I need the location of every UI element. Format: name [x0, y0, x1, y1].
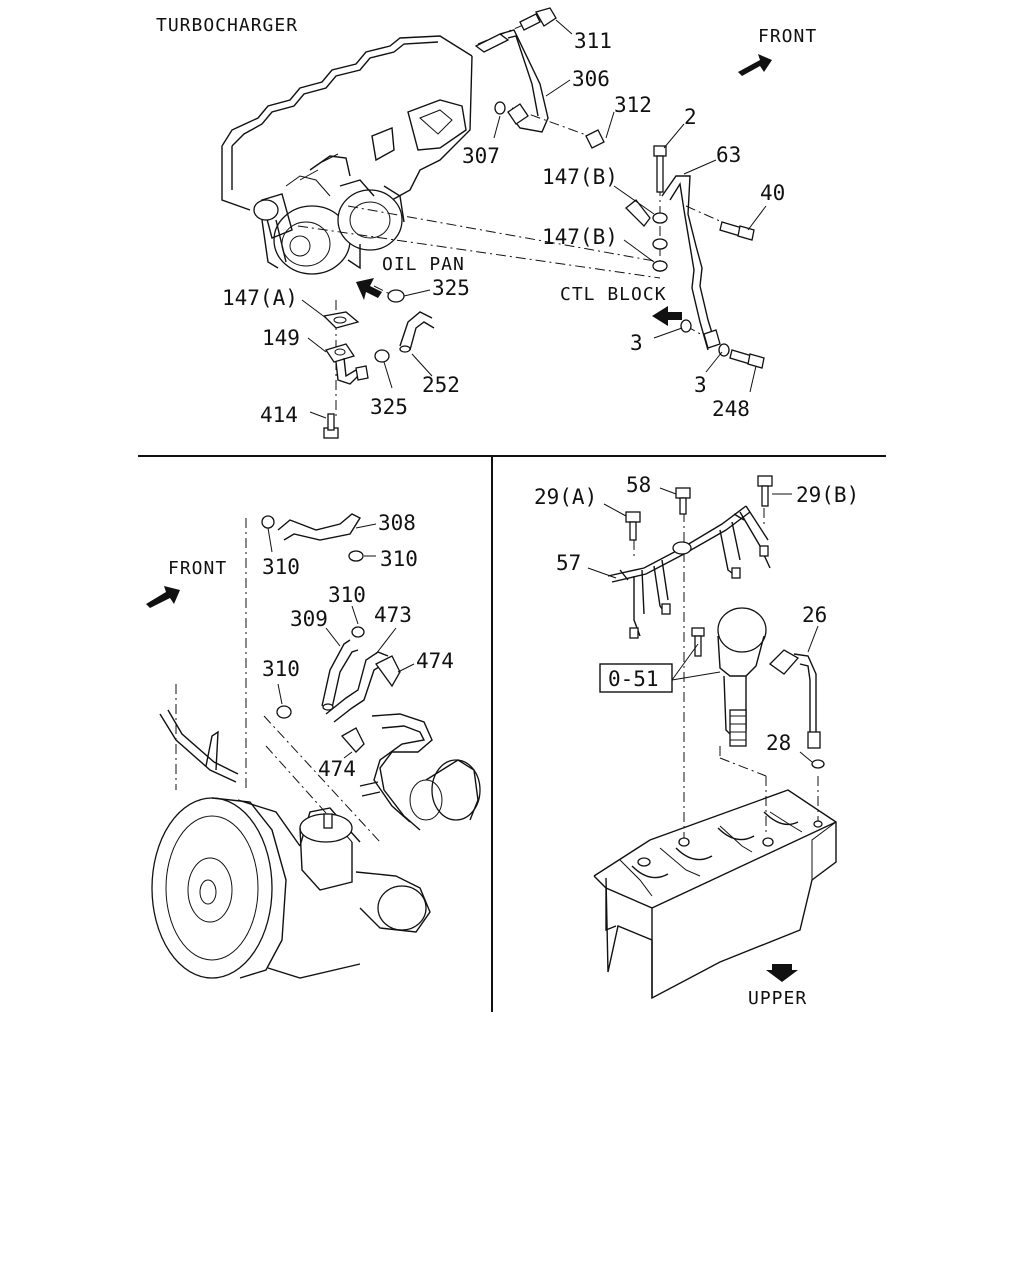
oil-pressure-unit	[691, 607, 767, 747]
oil-pan-arrow-icon	[356, 278, 382, 300]
ctl-block-label: CTL BLOCK	[560, 284, 667, 305]
callout-306: 306	[572, 67, 610, 91]
upper-arrow-icon	[766, 964, 798, 982]
pipe-306	[474, 29, 549, 133]
callout-57: 57	[556, 551, 581, 575]
bolt-58	[675, 487, 691, 515]
front-arrow-icon	[738, 54, 772, 76]
callout-58: 58	[626, 473, 651, 497]
callout-473: 473	[374, 603, 412, 627]
callout-312: 312	[614, 93, 652, 117]
bolt-29b	[757, 475, 773, 507]
reference-box-label: 0-51	[608, 667, 659, 691]
cylinder-block	[593, 789, 837, 1000]
bolt-40	[719, 221, 755, 241]
callout-28: 28	[766, 731, 791, 755]
callout-414: 414	[260, 403, 298, 427]
pipe-26	[768, 649, 825, 769]
callout-147b-lower: 147(B)	[542, 225, 618, 249]
callout-325-lower: 325	[370, 395, 408, 419]
bolt-2	[653, 145, 667, 193]
nut-312	[585, 129, 605, 149]
ctl-block-arrow-icon	[652, 306, 682, 326]
hose-308	[261, 513, 364, 562]
callout-311: 311	[574, 29, 612, 53]
callout-29b: 29(B)	[796, 483, 859, 507]
section-title: TURBOCHARGER	[156, 15, 298, 36]
callout-2: 2	[684, 105, 697, 129]
turbocharger	[253, 175, 405, 275]
pipe-bracket	[159, 709, 239, 783]
callout-3-left: 3	[630, 331, 643, 355]
callout-147a: 147(A)	[222, 286, 298, 310]
reference-box	[599, 643, 721, 693]
callout-40: 40	[760, 181, 785, 205]
bottom-right-section: 0-51 UPPER 29(A)	[534, 473, 859, 1009]
callout-308: 308	[378, 511, 416, 535]
hose-252	[399, 311, 435, 353]
callout-474-upper: 474	[416, 649, 454, 673]
pipe-63	[625, 175, 717, 351]
oil-jet-pipe-57	[607, 505, 771, 639]
callout-474-lower: 474	[318, 757, 356, 781]
bottom-left-section: FRONT	[146, 511, 481, 979]
bolt-29a	[625, 511, 641, 541]
callout-310-mid: 310	[328, 583, 366, 607]
clamp-325-bottom	[374, 349, 390, 363]
front-arrow-icon	[146, 586, 180, 608]
callout-309: 309	[290, 607, 328, 631]
top-section: TURBOCHARGER FRONT	[156, 7, 817, 439]
oil-pipe-assembly	[359, 713, 481, 831]
bolt-248	[703, 329, 765, 369]
callout-63: 63	[716, 143, 741, 167]
hose-473	[325, 651, 401, 753]
hose-309	[276, 626, 365, 719]
gasket-147a	[322, 311, 360, 329]
callout-310-left: 310	[262, 555, 300, 579]
callout-307: 307	[462, 144, 500, 168]
callout-leaders-bottom-right	[587, 487, 819, 763]
upper-label: UPPER	[748, 988, 807, 1009]
clamp-325-top	[387, 289, 405, 303]
callout-252: 252	[422, 373, 460, 397]
callout-310-lower: 310	[262, 657, 300, 681]
callout-248: 248	[712, 397, 750, 421]
callout-leaders-top	[301, 19, 767, 419]
front-label-left: FRONT	[168, 558, 227, 579]
front-label: FRONT	[758, 26, 817, 47]
callout-29a: 29(A)	[534, 485, 597, 509]
callout-149: 149	[262, 326, 300, 350]
flange-149	[324, 343, 369, 385]
callout-3-right: 3	[694, 373, 707, 397]
oil-pan-label: OIL PAN	[382, 254, 465, 275]
flywheel-assembly	[151, 797, 431, 979]
washer-3-left	[680, 319, 692, 333]
callout-310-right: 310	[380, 547, 418, 571]
callout-26: 26	[802, 603, 827, 627]
bolt-311	[519, 7, 557, 31]
fitting-307	[494, 101, 529, 125]
callout-325-upper: 325	[432, 276, 470, 300]
bolt-414	[323, 413, 339, 439]
callout-leaders-bottom-left	[267, 523, 415, 759]
engine-block	[221, 35, 473, 211]
callout-147b-upper: 147(B)	[542, 165, 618, 189]
